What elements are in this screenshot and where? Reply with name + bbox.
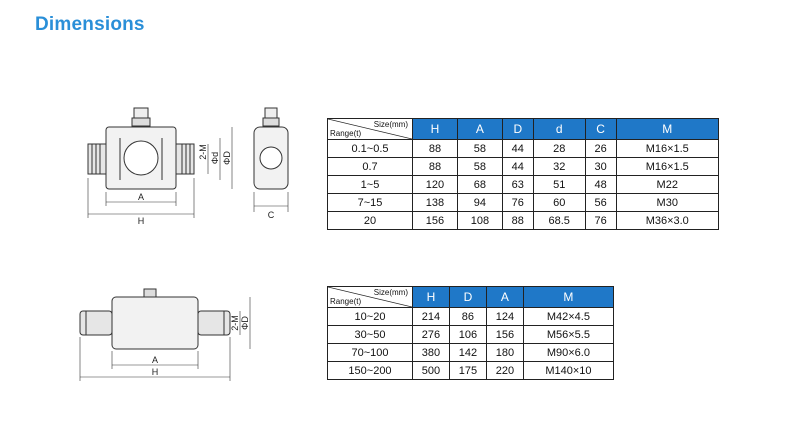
table-row: 10~20 214 86 124 M42×4.5 <box>327 307 615 326</box>
table-cell: M22 <box>615 175 719 194</box>
sensor-drawing-top: A H 2-M Φd ΦD C <box>87 107 289 226</box>
table-cell: 10~20 <box>327 307 413 326</box>
table-cell: 76 <box>501 193 534 212</box>
table-cell: 0.7 <box>327 157 413 176</box>
table-corner: Size(mm) Range(t) <box>327 286 413 308</box>
table-cell: 68.5 <box>532 211 586 230</box>
table-row: 20 156 108 88 68.5 76 M36×3.0 <box>327 211 719 230</box>
table-cell: 76 <box>584 211 617 230</box>
table-cell: M140×10 <box>522 361 615 380</box>
spec-table-bottom: Size(mm) Range(t) H D A M 10~20 214 86 1… <box>327 286 615 380</box>
table-corner: Size(mm) Range(t) <box>327 118 413 140</box>
table-cell: 58 <box>456 139 503 158</box>
table-cell: 156 <box>485 325 524 344</box>
table-cell: 124 <box>485 307 524 326</box>
dim-label-a: A <box>152 355 158 365</box>
column-header: A <box>485 286 524 308</box>
spec-table-top: Size(mm) Range(t) H A D d C M 0.1~0.5 88… <box>327 118 719 230</box>
table-cell: 44 <box>501 139 534 158</box>
table-cell: 175 <box>448 361 487 380</box>
dim-label-2m: 2-M <box>230 315 240 331</box>
corner-size-label: Size(mm) <box>373 288 408 297</box>
column-header: H <box>412 118 458 140</box>
table-cell: 180 <box>485 343 524 362</box>
dim-label-2m: 2-M <box>198 144 208 160</box>
table-cell: 20 <box>327 211 413 230</box>
column-header: M <box>522 286 615 308</box>
dim-label-c: C <box>268 210 275 220</box>
table-cell: 214 <box>412 307 450 326</box>
corner-size-label: Size(mm) <box>373 120 408 129</box>
table-cell: 58 <box>456 157 503 176</box>
table-cell: 276 <box>412 325 450 344</box>
table-cell: 220 <box>485 361 524 380</box>
dim-label-phiD: ΦD <box>240 316 250 330</box>
table-cell: 44 <box>501 157 534 176</box>
table-cell: 7~15 <box>327 193 413 212</box>
table-cell: 1~5 <box>327 175 413 194</box>
table-cell: 28 <box>532 139 586 158</box>
table-cell: 500 <box>412 361 450 380</box>
corner-range-label: Range(t) <box>330 297 362 306</box>
table-cell: 150~200 <box>327 361 413 380</box>
table-cell: 142 <box>448 343 487 362</box>
dim-label-h: H <box>152 367 159 377</box>
table-row: 150~200 500 175 220 M140×10 <box>327 361 615 380</box>
table-cell: 60 <box>532 193 586 212</box>
table-cell: 88 <box>412 139 458 158</box>
table-cell: 30 <box>584 157 617 176</box>
table-cell: 63 <box>501 175 534 194</box>
column-header: A <box>456 118 503 140</box>
sensor-drawing-bottom: A H 2-M ΦD <box>79 288 251 381</box>
table-cell: M36×3.0 <box>615 211 719 230</box>
table-cell: 86 <box>448 307 487 326</box>
table-cell: 0.1~0.5 <box>327 139 413 158</box>
dim-label-phiD: ΦD <box>222 151 232 165</box>
table-cell: 56 <box>584 193 617 212</box>
table-cell: 26 <box>584 139 617 158</box>
table-row: 0.1~0.5 88 58 44 28 26 M16×1.5 <box>327 139 719 158</box>
table-cell: 138 <box>412 193 458 212</box>
table-cell: 156 <box>412 211 458 230</box>
dim-label-phid: Φd <box>210 152 220 164</box>
table-cell: M30 <box>615 193 719 212</box>
table-row: 70~100 380 142 180 M90×6.0 <box>327 343 615 362</box>
table-cell: M56×5.5 <box>522 325 615 344</box>
table-row: 30~50 276 106 156 M56×5.5 <box>327 325 615 344</box>
column-header: D <box>501 118 534 140</box>
table-cell: M90×6.0 <box>522 343 615 362</box>
table-cell: 94 <box>456 193 503 212</box>
table-row: 7~15 138 94 76 60 56 M30 <box>327 193 719 212</box>
table-cell: M16×1.5 <box>615 139 719 158</box>
table-cell: 106 <box>448 325 487 344</box>
column-header: H <box>412 286 450 308</box>
table-cell: 30~50 <box>327 325 413 344</box>
corner-range-label: Range(t) <box>330 129 362 138</box>
column-header: d <box>532 118 586 140</box>
table-cell: 48 <box>584 175 617 194</box>
table-cell: 70~100 <box>327 343 413 362</box>
table-cell: M16×1.5 <box>615 157 719 176</box>
table-cell: 120 <box>412 175 458 194</box>
table-cell: 88 <box>412 157 458 176</box>
table-cell: 68 <box>456 175 503 194</box>
dim-label-a: A <box>138 192 144 202</box>
table-cell: 32 <box>532 157 586 176</box>
table-cell: 51 <box>532 175 586 194</box>
column-header: M <box>615 118 719 140</box>
table-cell: 380 <box>412 343 450 362</box>
table-cell: 108 <box>456 211 503 230</box>
table-cell: M42×4.5 <box>522 307 615 326</box>
dim-label-h: H <box>138 216 145 226</box>
table-row: 0.7 88 58 44 32 30 M16×1.5 <box>327 157 719 176</box>
page-title: Dimensions <box>35 14 145 35</box>
table-cell: 88 <box>501 211 534 230</box>
table-row: 1~5 120 68 63 51 48 M22 <box>327 175 719 194</box>
column-header: D <box>448 286 487 308</box>
column-header: C <box>584 118 617 140</box>
